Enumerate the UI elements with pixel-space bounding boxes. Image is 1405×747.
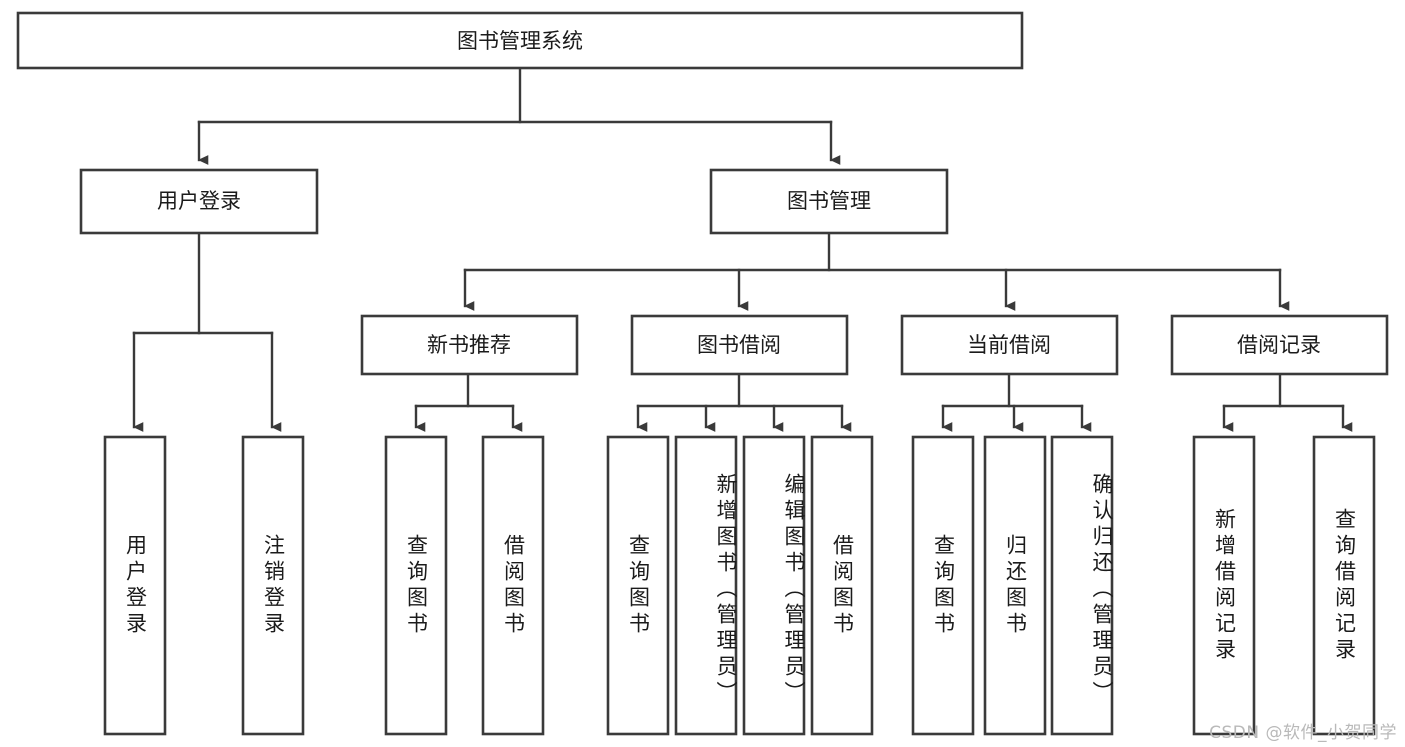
connector-group-book-mgmt <box>463 231 1290 311</box>
node-book-borrow-box[interactable] <box>630 314 849 376</box>
node-user-login-label: 用户登录 <box>157 189 241 213</box>
node-book-borrow-label: 图书借阅 <box>697 333 781 357</box>
node-borrow-records[interactable]: 借阅记录 <box>1170 314 1389 376</box>
node-current-borrow-box[interactable] <box>900 314 1119 376</box>
node-root-system-label: 图书管理系统 <box>457 29 583 53</box>
node-borrow-records-box[interactable] <box>1170 314 1389 376</box>
leaf-box-search-book-rec[interactable] <box>384 435 448 736</box>
leaf-box-add-borrow-record[interactable] <box>1192 435 1256 736</box>
node-new-book-recommend-label: 新书推荐 <box>427 333 511 357</box>
csdn-watermark: CSDN @软件_小贺同学 <box>1209 723 1397 743</box>
node-current-borrow[interactable]: 当前借阅 <box>900 314 1119 376</box>
connector-group-new-book-rec <box>414 372 523 432</box>
node-current-borrow-label: 当前借阅 <box>967 333 1051 357</box>
node-borrow-records-label: 借阅记录 <box>1237 333 1321 357</box>
leaf-box-add-book-admin[interactable] <box>674 435 738 736</box>
node-book-borrow[interactable]: 图书借阅 <box>630 314 849 376</box>
node-book-management-box[interactable] <box>709 168 949 235</box>
leaf-box-borrow-book[interactable] <box>810 435 874 736</box>
leaf-box-return-book[interactable] <box>983 435 1047 736</box>
connector-group-user-login <box>132 231 282 432</box>
leaf-boxes <box>103 435 1376 736</box>
leaf-box-search-book-current[interactable] <box>911 435 975 736</box>
leaf-box-confirm-return-admin[interactable] <box>1050 435 1114 736</box>
leaf-box-user-login[interactable] <box>103 435 167 736</box>
connector-group-book-borrow <box>636 372 852 432</box>
node-root-system-box[interactable] <box>16 11 1024 70</box>
node-user-login-box[interactable] <box>79 168 319 235</box>
node-new-book-recommend-box[interactable] <box>360 314 579 376</box>
leaf-box-search-borrow-record[interactable] <box>1312 435 1376 736</box>
node-book-management-label: 图书管理 <box>787 189 871 213</box>
node-book-management[interactable]: 图书管理 <box>709 168 949 235</box>
leaf-box-logout[interactable] <box>241 435 305 736</box>
connector-group-borrow-records <box>1222 372 1353 432</box>
node-user-login[interactable]: 用户登录 <box>79 168 319 235</box>
leaf-box-search-book-borrow[interactable] <box>606 435 670 736</box>
connector-group-current-borrow <box>941 372 1092 432</box>
leaf-box-borrow-book-rec[interactable] <box>481 435 545 736</box>
node-root-system[interactable]: 图书管理系统 <box>16 11 1024 70</box>
connector-group-root <box>197 66 841 165</box>
node-new-book-recommend[interactable]: 新书推荐 <box>360 314 579 376</box>
leaf-box-edit-book-admin[interactable] <box>742 435 806 736</box>
